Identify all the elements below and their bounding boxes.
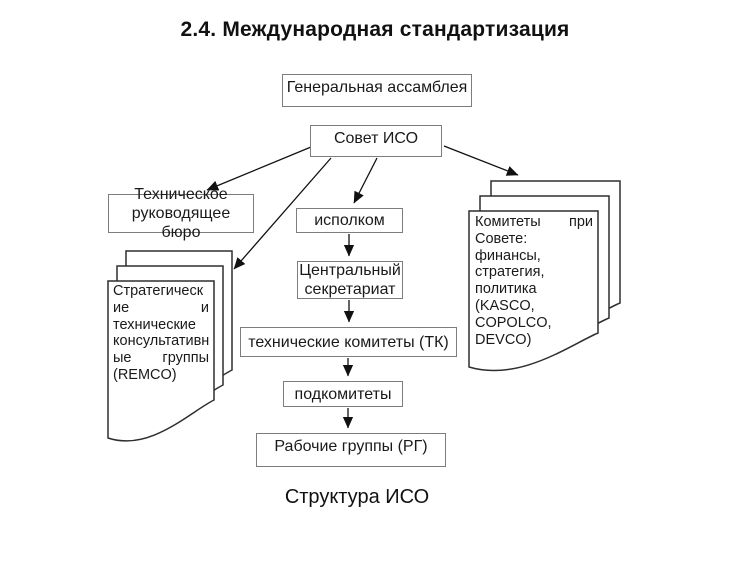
arrow-council-to-executive [353,157,378,204]
document-stack-advisory-groups [107,250,233,442]
node-iso-council: Совет ИСО [310,125,442,157]
connector-arrows [206,145,519,429]
diagram-caption: Структура ИСО [284,486,430,508]
document-page-front [468,210,599,372]
document-stack-council-committees [468,180,621,372]
node-working-groups: Рабочие группы (РГ) [256,433,446,467]
node-technical-committees: технические комитеты (ТК) [240,327,457,357]
node-general-assembly: Генеральная ассамблея [282,74,472,107]
node-technical-bureau: Техническое руководящее бюро [108,186,254,241]
arrow-council-to-technical-bureau [206,146,312,191]
arrow-council-to-advisory-groups [233,157,332,270]
node-subcommittees: подкомитеты [283,381,403,407]
document-page-front [107,280,215,442]
node-executive-committee: исполком [296,208,403,233]
arrow-council-to-council-committees [443,145,519,176]
node-central-secretariat: Центральный секретариат [297,261,403,299]
slide-title: 2.4. Международная стандартизация [180,18,570,41]
